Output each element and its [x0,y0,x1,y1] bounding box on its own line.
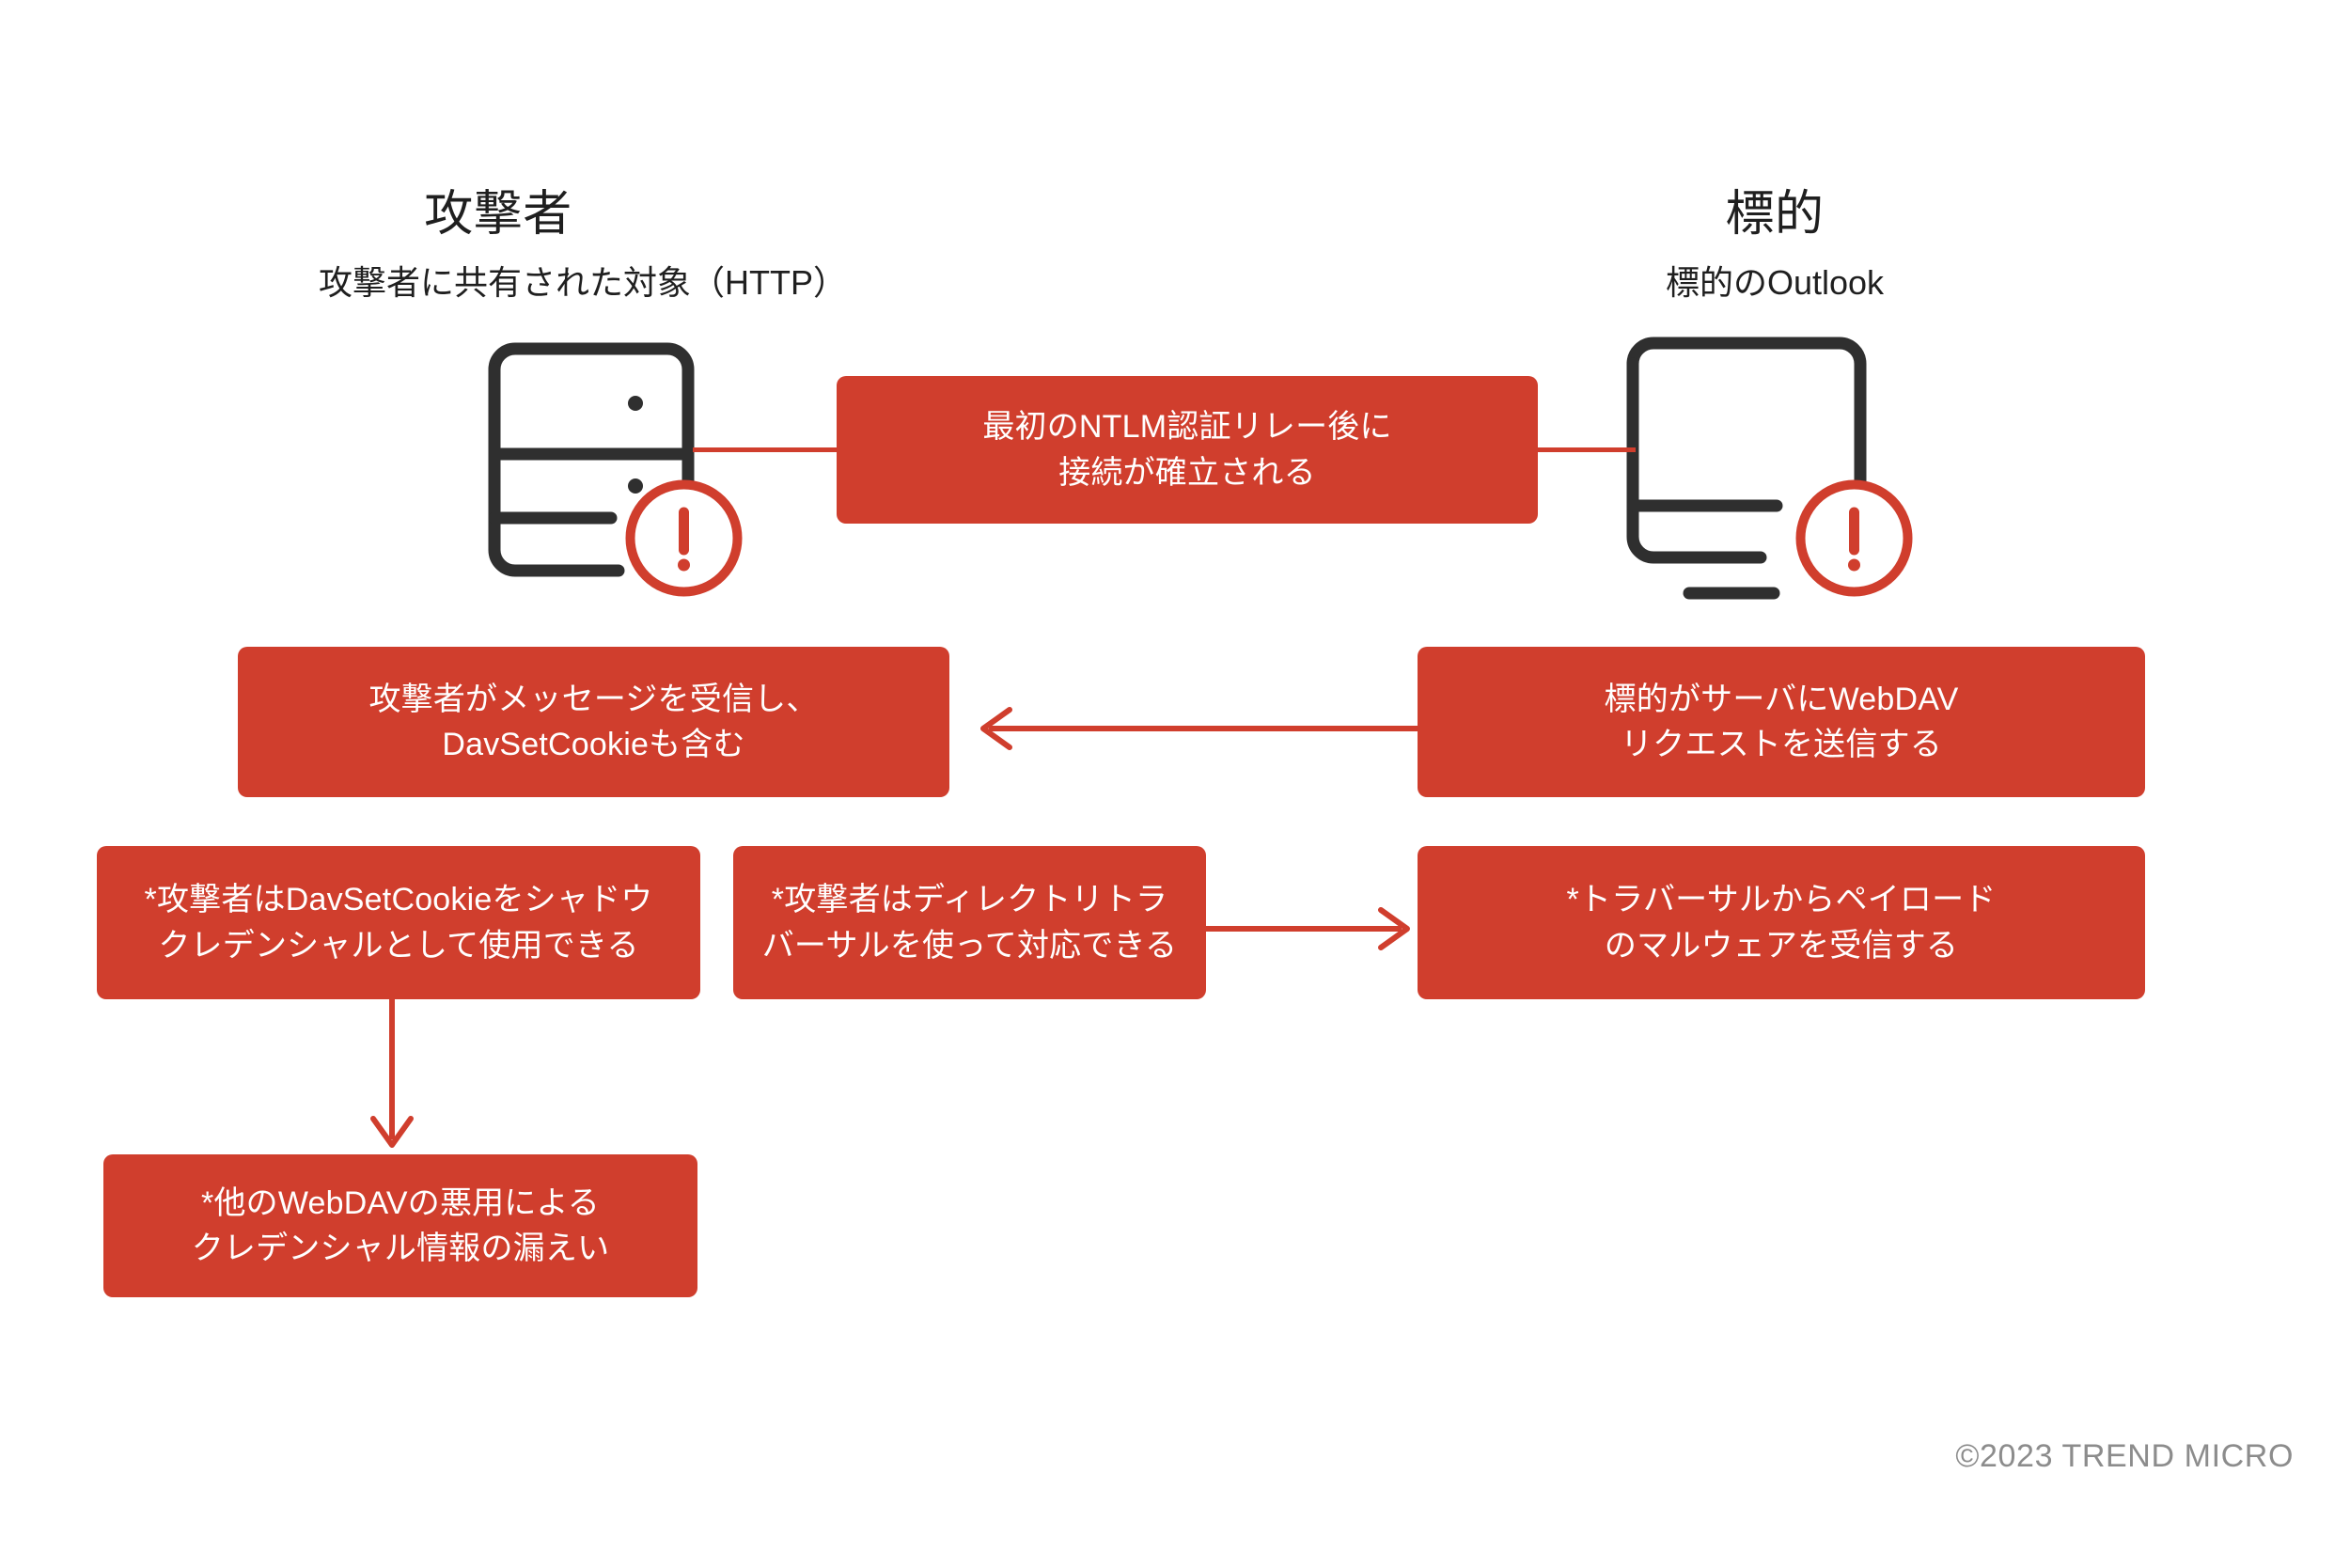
box-payload-malware: *トラバーサルからペイロード のマルウェアを受信する [1418,846,2145,999]
server-icon [479,334,714,597]
target-subtitle: 標的のOutlook [1665,263,1885,302]
target-title: 標的 [1725,187,1825,242]
desktop-monitor-icon [1622,332,1922,604]
box-credential-leak-text: *他のWebDAVの悪用による クレデンシャル情報の漏えい [191,1184,610,1266]
copyright-notice: ©2023 TREND MICRO [1955,1438,2294,1474]
box-credential-leak: *他のWebDAVの悪用による クレデンシャル情報の漏えい [103,1154,697,1297]
arrow-traversal-to-payload [1206,907,1410,950]
box-target-sends-webdav: 標的がサーバにWebDAV リクエストを送信する [1418,647,2145,797]
connector-ntlm-to-target [1532,447,1636,452]
box-target-sends-webdav-text: 標的がサーバにWebDAV リクエストを送信する [1604,681,1959,762]
box-ntlm-relay-text: 最初のNTLM認証リレー後に 接続が確立される [982,409,1392,491]
box-shadow-credential: *攻撃者はDavSetCookieをシャドウ クレデンシャルとして使用できる [97,846,700,999]
alert-exclamation-icon [1791,475,1918,602]
connector-attacker-to-ntlm [693,447,843,452]
attacker-title: 攻撃者 [424,187,572,242]
box-payload-malware-text: *トラバーサルからペイロード のマルウェアを受信する [1566,882,1997,964]
box-attacker-receives-message: 攻撃者がメッセージを受信し、 DavSetCookieも含む [238,647,949,797]
box-attacker-receives-message-text: 攻撃者がメッセージを受信し、 DavSetCookieも含む [368,681,819,762]
box-directory-traversal-text: *攻撃者はディレクトリトラ バーサルを使って対応できる [761,882,1178,964]
arrow-webdav-to-attacker [980,707,1429,750]
alert-exclamation-icon [620,475,747,602]
arrow-shadow-to-leak [370,996,414,1148]
box-ntlm-relay: 最初のNTLM認証リレー後に 接続が確立される [837,376,1538,524]
box-directory-traversal: *攻撃者はディレクトリトラ バーサルを使って対応できる [733,846,1206,999]
attacker-subtitle: 攻撃者に共有された対象（HTTP） [319,263,847,302]
box-shadow-credential-text: *攻撃者はDavSetCookieをシャドウ クレデンシャルとして使用できる [144,882,653,964]
